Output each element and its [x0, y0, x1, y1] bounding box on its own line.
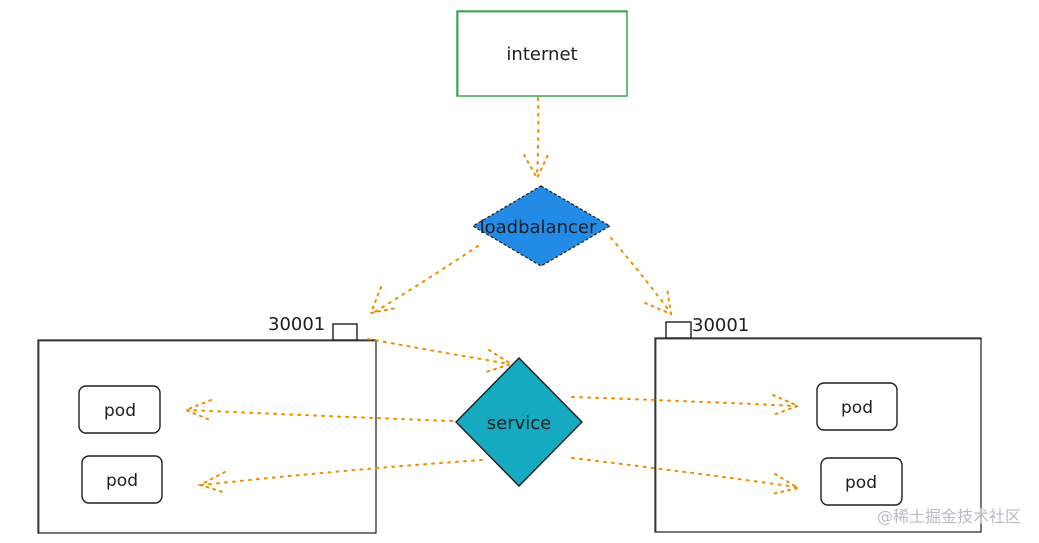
pod-left-1-label: pod [104, 401, 136, 421]
pod-left-1 [78, 385, 161, 434]
arrow-left-port-to-service [367, 338, 514, 373]
port-box-left [332, 323, 358, 341]
port-label-left: 30001 [268, 314, 325, 335]
arrow-internet-to-loadbalancer [523, 97, 549, 181]
service-node: service [455, 357, 583, 487]
arrow-loadbalancer-to-right-port [610, 237, 673, 316]
pod-right-1-label: pod [841, 398, 873, 418]
arrow-service-to-pod-right-1 [571, 394, 801, 416]
service-label: service [487, 413, 551, 434]
pod-right-1 [816, 382, 898, 431]
internet-node: internet [456, 10, 628, 97]
watermark: @稀土掘金技术社区 [876, 507, 1021, 526]
arrow-service-to-pod-left-1 [183, 399, 453, 422]
arrow-service-to-pod-left-2 [197, 459, 483, 494]
pod-right-2 [820, 457, 903, 506]
internet-label: internet [506, 44, 577, 65]
arrow-loadbalancer-to-left-port [369, 245, 479, 315]
pod-right-2-label: pod [845, 473, 877, 493]
node-right: 30001 pod pod [654, 315, 982, 533]
loadbalancer-label: loadbalancer [480, 217, 597, 238]
loadbalancer-node: loadbalancer [471, 185, 612, 267]
node-left: 30001 pod pod [37, 314, 377, 534]
pod-left-2 [81, 455, 163, 504]
arrow-service-to-pod-right-2 [571, 457, 801, 495]
pod-left-2-label: pod [106, 471, 138, 491]
port-box-right [665, 321, 692, 339]
port-label-right: 30001 [692, 315, 749, 336]
